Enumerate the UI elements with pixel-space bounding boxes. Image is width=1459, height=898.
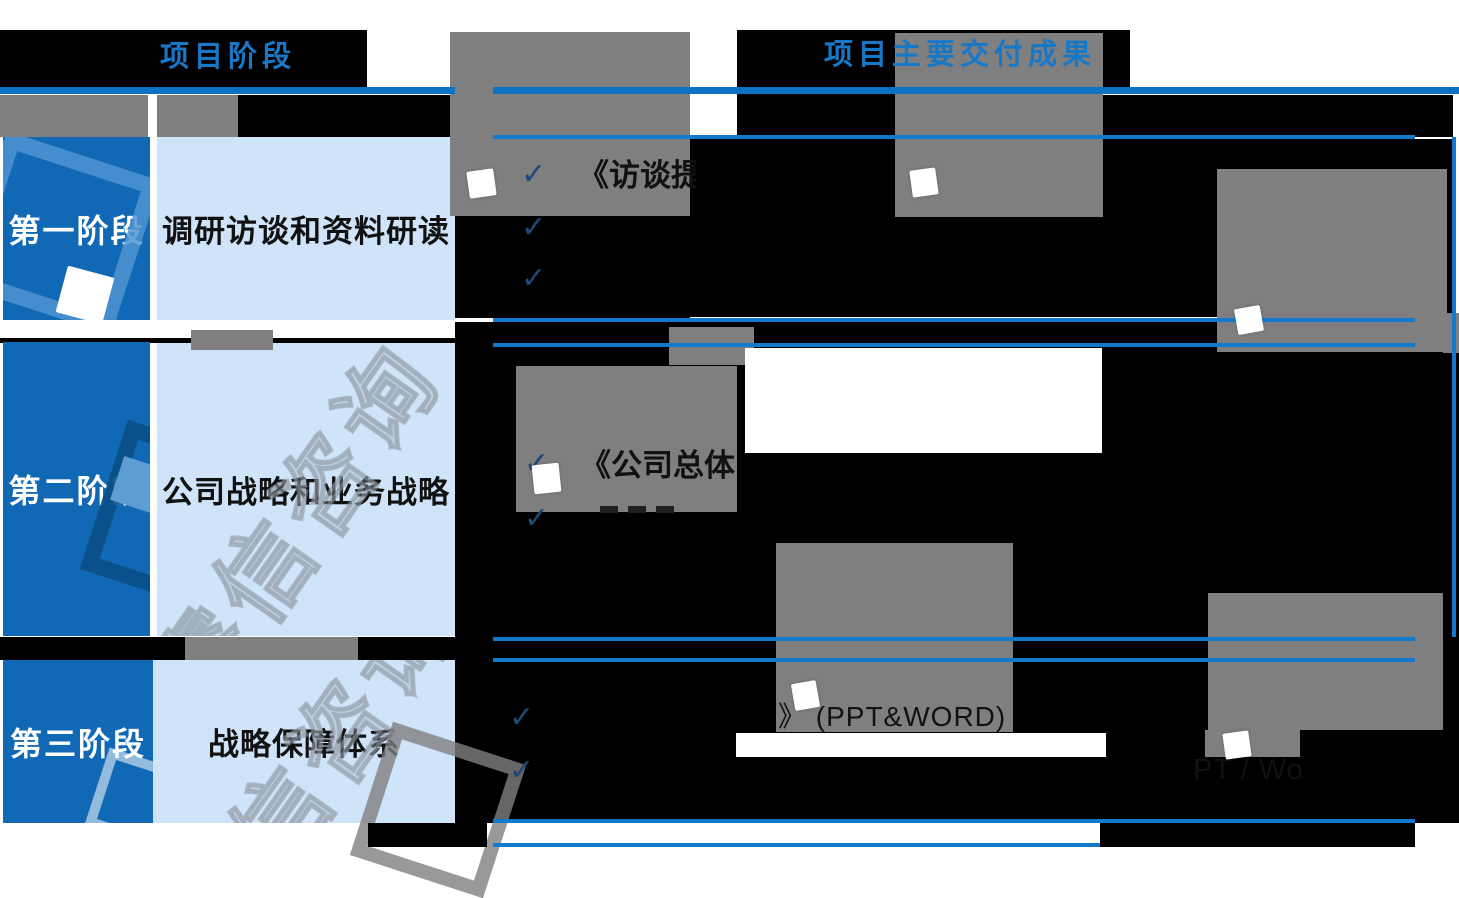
redaction-black bbox=[450, 216, 690, 318]
divider-line-thick-left bbox=[0, 87, 455, 94]
phase3-title-box: 战略保障体系 bbox=[153, 660, 455, 823]
deliverable-fragment-1: 《访谈提 bbox=[578, 158, 696, 193]
divider-line-thick-right bbox=[493, 87, 1459, 94]
watermark-diamond-icon bbox=[1222, 730, 1252, 760]
divider-line bbox=[493, 318, 1415, 322]
watermark-clip-phase1 bbox=[3, 137, 150, 320]
redaction-black bbox=[1103, 95, 1453, 137]
watermark-diamond-icon bbox=[909, 167, 939, 198]
clipped-text-mark bbox=[656, 506, 674, 513]
checkmark-icon: ✓ bbox=[521, 157, 547, 192]
divider-line bbox=[493, 135, 1415, 139]
checkmark-icon: ✓ bbox=[524, 501, 550, 536]
deliverable-fragment-2: 《公司总体战 bbox=[580, 448, 737, 483]
watermark-diamond-icon bbox=[466, 168, 497, 199]
watermark-logo-square-icon bbox=[79, 419, 150, 618]
divider-line bbox=[493, 843, 1100, 847]
redaction-gray bbox=[191, 330, 273, 350]
white-cover bbox=[745, 348, 1102, 453]
column-header-phase: 项目阶段 bbox=[160, 41, 297, 73]
divider-line-vertical bbox=[1452, 137, 1456, 637]
divider-line bbox=[493, 658, 1415, 662]
redaction-gray bbox=[157, 95, 238, 137]
checkmark-icon: ✓ bbox=[509, 753, 535, 788]
watermark-diamond-icon bbox=[1233, 304, 1265, 336]
redaction-black-bottom-right bbox=[1100, 823, 1415, 847]
phase1-label: 第一阶段 bbox=[8, 212, 145, 249]
phase3-title: 战略保障体系 bbox=[208, 727, 400, 762]
column-header-deliverables: 项目主要交付成果 bbox=[824, 39, 1097, 71]
redaction-black bbox=[238, 95, 450, 137]
redaction-black-band bbox=[0, 637, 1459, 660]
watermark-text: 睿信咨询 bbox=[157, 343, 455, 636]
redaction-gray bbox=[1443, 313, 1459, 353]
divider-line bbox=[493, 637, 1415, 641]
watermark-logo-square-icon bbox=[84, 747, 153, 823]
redaction-black-bottom-left bbox=[368, 823, 487, 847]
redaction-black-header-left bbox=[0, 30, 367, 88]
watermark-clip-phase3-blue bbox=[3, 660, 153, 823]
watermark-diamond-icon bbox=[790, 680, 821, 711]
phase2-title-box: 公司战略和业务战略 bbox=[157, 343, 455, 636]
phase2-title: 公司战略和业务战略 bbox=[162, 475, 450, 510]
clipped-text-mark bbox=[600, 506, 618, 513]
clipped-text-mark bbox=[628, 506, 646, 513]
watermark-clip-phase2-light: 睿信咨询 bbox=[157, 343, 455, 636]
redaction-gray bbox=[0, 95, 148, 137]
phase3-label-box: 第三阶段 bbox=[3, 660, 153, 823]
watermark-diamond-icon bbox=[531, 462, 562, 495]
divider-line bbox=[493, 819, 1415, 823]
phase1-title: 调研访谈和资料研读 bbox=[162, 214, 450, 249]
redaction-gray bbox=[185, 637, 358, 660]
divider-line bbox=[493, 343, 1415, 347]
phase3-label: 第三阶段 bbox=[9, 725, 146, 762]
watermark-clip-phase2 bbox=[3, 342, 150, 636]
checkmark-icon: ✓ bbox=[521, 210, 547, 245]
checkmark-icon: ✓ bbox=[509, 700, 535, 735]
redaction-gray bbox=[1205, 730, 1300, 757]
checkmark-icon: ✓ bbox=[521, 261, 547, 296]
white-cover bbox=[736, 733, 1106, 757]
deliverable-fragment-4: PT / Wo bbox=[1193, 755, 1304, 786]
phase1-title-box: 调研访谈和资料研读 bbox=[157, 137, 455, 320]
redaction-black bbox=[737, 88, 895, 137]
